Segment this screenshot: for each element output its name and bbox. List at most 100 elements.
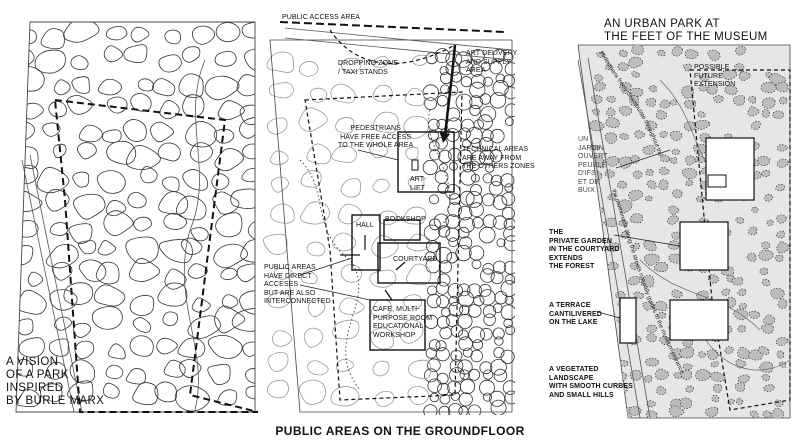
texture-blob (152, 78, 176, 97)
left-site-outline (15, 21, 256, 413)
tree-blob (734, 382, 745, 392)
tree-circle (490, 128, 505, 144)
tree-circle (470, 349, 483, 363)
tree-circle (481, 129, 494, 142)
tree-circle (483, 313, 496, 326)
texture-blob (158, 191, 189, 215)
texture-blob (123, 44, 148, 64)
tree-blob (761, 241, 771, 250)
texture-blob (189, 142, 213, 163)
texture-blob (48, 338, 69, 357)
texture-blob (244, 368, 255, 385)
tree-blob (776, 350, 785, 359)
texture-blob (45, 189, 70, 212)
tree-blob (642, 145, 656, 155)
label-pedestrians-access: PEDESTRIANS HAVE FREE ACCESS TO THE WHOL… (338, 125, 414, 149)
tree-blob (735, 46, 746, 56)
texture-blob (266, 117, 288, 135)
tree-blob (591, 94, 603, 104)
tree-blob (660, 154, 671, 162)
tree-circle (489, 149, 503, 163)
tree-circle (496, 238, 506, 248)
tree-blob (619, 133, 629, 140)
tree-blob (750, 120, 761, 130)
texture-blob (132, 382, 159, 406)
texture-blob (157, 142, 181, 162)
tree-circle (428, 129, 439, 141)
texture-blob (39, 383, 63, 402)
tree-circle (425, 251, 436, 262)
tree-circle (489, 61, 503, 75)
tree-blob (588, 333, 604, 346)
tree-circle (469, 202, 484, 218)
tree-circle (500, 173, 515, 188)
texture-blob (190, 227, 209, 242)
tree-blob (711, 394, 720, 403)
tree-circle (434, 48, 450, 64)
tree-circle (500, 349, 515, 364)
tree-circle (477, 114, 493, 130)
tree-blob (724, 346, 734, 354)
tree-circle (479, 93, 492, 105)
tree-circle (433, 213, 449, 229)
tree-blob (771, 408, 785, 418)
tree-blob (738, 71, 751, 81)
tree-blob (724, 85, 738, 95)
texture-blob (93, 284, 126, 307)
texture-blob (221, 294, 239, 309)
tree-circle (503, 226, 515, 242)
texture-blob (161, 176, 180, 192)
tree-blob (618, 49, 628, 58)
tree-circle (435, 281, 449, 295)
tree-blob (634, 130, 646, 139)
texture-blob (105, 364, 124, 380)
texture-blob (132, 317, 152, 333)
texture-blob (27, 271, 44, 287)
tree-circle (455, 93, 473, 111)
tree-circle (439, 66, 449, 76)
tree-blob (698, 351, 706, 358)
texture-blob (125, 236, 159, 264)
tree-circle (423, 404, 438, 415)
tree-blob (682, 338, 694, 347)
tree-blob (749, 410, 759, 418)
tree-blob (590, 290, 605, 301)
tree-blob (775, 183, 785, 192)
texture-blob (207, 334, 243, 359)
right-building-3 (669, 299, 729, 341)
tree-circle (489, 390, 506, 407)
tree-blob (682, 63, 692, 72)
texture-blob (215, 22, 241, 43)
tree-circle (478, 137, 494, 152)
texture-blob (372, 56, 389, 68)
tree-circle (490, 358, 507, 376)
texture-blob (215, 212, 243, 238)
texture-blob (204, 75, 240, 101)
right-building-1 (705, 137, 755, 201)
texture-blob (129, 295, 155, 317)
tree-blob (645, 357, 660, 367)
tree-blob (657, 49, 666, 57)
tree-circle (504, 103, 515, 118)
tree-circle (427, 358, 441, 373)
tree-blob (617, 180, 628, 189)
art-lift-box (397, 131, 455, 193)
tree-blob (669, 99, 677, 106)
tree-circle (437, 273, 451, 287)
tree-blob (669, 157, 677, 165)
tree-circle (459, 236, 473, 250)
texture-blob (191, 25, 216, 45)
texture-blob (242, 341, 255, 357)
tree-circle (447, 147, 462, 162)
texture-blob (270, 203, 295, 224)
tree-circle (503, 52, 514, 63)
tree-circle (427, 378, 442, 393)
texture-blob (182, 169, 208, 191)
texture-blob (241, 22, 255, 39)
tree-blob (712, 383, 722, 393)
tree-blob (707, 49, 721, 61)
texture-blob (239, 290, 255, 315)
tree-circle (447, 202, 463, 217)
texture-blob (91, 306, 123, 330)
tree-circle (447, 283, 464, 299)
